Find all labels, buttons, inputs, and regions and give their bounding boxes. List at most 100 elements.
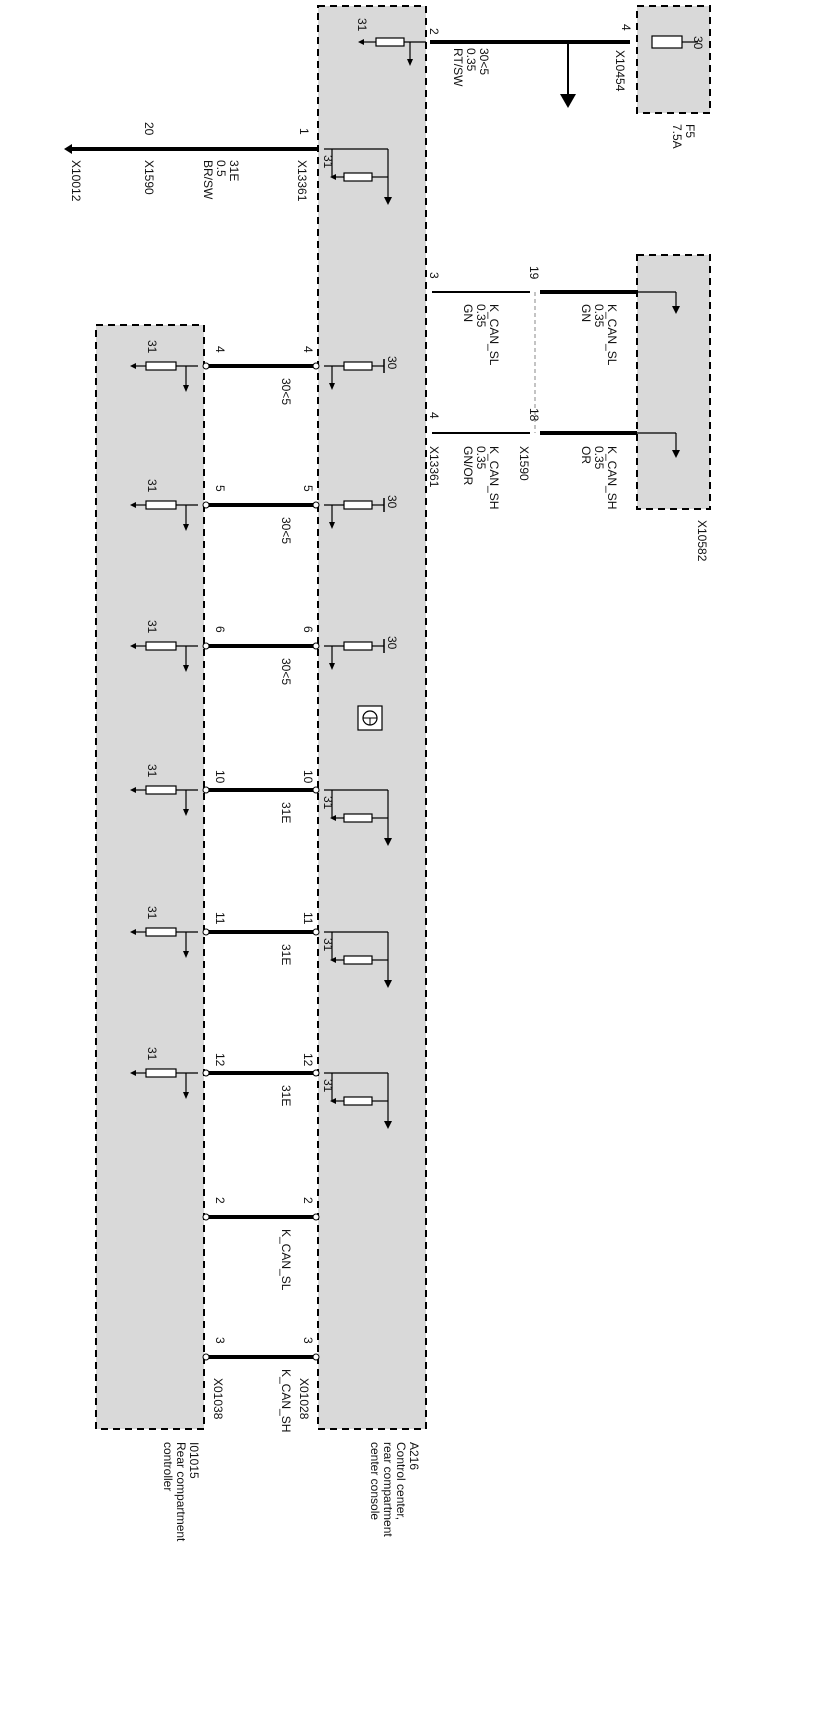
i01015-terminal-31: 31 [145, 479, 159, 493]
a216-terminal-31: 31 [321, 938, 335, 952]
a216-code: A216 [407, 1442, 421, 1470]
ground-color: BR/SW [201, 160, 215, 200]
i01015-terminal-31: 31 [145, 340, 159, 354]
component-x10582-code: X10582 [695, 520, 709, 562]
can-sl-x10582-signal: K_CAN_SL [605, 304, 619, 366]
component-x10582-box [636, 254, 711, 510]
connector-x01038: X01038 [211, 1378, 225, 1420]
a216-pin-number: 10 [301, 770, 315, 784]
a216-name-line2: rear compartment [381, 1442, 395, 1537]
a216-pin-number: 5 [301, 485, 315, 492]
branch-arrow-icon [560, 94, 576, 108]
a216-pin1-terminal: 31 [321, 155, 335, 169]
a216-name-line1: Control center, [394, 1442, 408, 1520]
ground-gauge: 0.5 [214, 160, 228, 177]
i01015-pin-number: 5 [213, 485, 227, 492]
i01015-name-line2: controller [161, 1442, 175, 1491]
fuse-f5 [651, 35, 698, 49]
a216-pin-number: 6 [301, 626, 315, 633]
fuse-rating: 7.5A [670, 124, 684, 149]
link-wire-label: 30<5 [279, 658, 293, 685]
link-wire-label: 30<5 [279, 517, 293, 544]
a216-pin-number: 2 [301, 1197, 315, 1204]
a216-terminal-30: 30 [385, 356, 399, 370]
i01015-terminal-31: 31 [145, 906, 159, 920]
a216-pin2-terminal: 31 [355, 18, 369, 32]
link-wire-pin-12: 31 31 12 12 31E [129, 1047, 393, 1130]
i01015-pin-number: 2 [213, 1197, 227, 1204]
link-wire-pin-2: 2 2K_CAN_SL [202, 1197, 320, 1291]
i01015-terminal-31: 31 [145, 620, 159, 634]
can-sh-a216-gauge: 0.35 [474, 446, 488, 470]
i01015-code: I01015 [187, 1442, 201, 1479]
fuse-terminal: 30 [691, 36, 705, 50]
connector-x13361-can: X13361 [427, 446, 441, 488]
link-wire-pin-11: 31 31 11 11 31E [129, 906, 393, 989]
a216-pin-number: 12 [301, 1053, 315, 1067]
link-wire-label: 31E [279, 944, 293, 965]
supply-pin: 2 [427, 28, 441, 35]
i01015-name-line1: Rear compartment [174, 1442, 188, 1542]
component-fuse-box [636, 5, 711, 114]
connector-x01028: X01028 [297, 1378, 311, 1420]
ground-pin-right: 1 [297, 128, 311, 135]
can-sl-a216-pin: 3 [427, 272, 441, 279]
can-sl-a216-color: GN [461, 304, 475, 322]
supply-color: RT/SW [451, 48, 465, 87]
fuse-pin: 4 [619, 24, 633, 31]
link-wire-label: K_CAN_SH [279, 1369, 293, 1432]
can-sl-x10582-gauge: 0.35 [592, 304, 606, 328]
a216-pin-number: 4 [301, 346, 315, 353]
a216-terminal-30: 30 [385, 636, 399, 650]
i01015-pin-number: 11 [213, 912, 227, 925]
a216-terminal-31: 31 [321, 1079, 335, 1093]
ground-wire [64, 144, 318, 154]
ground-signal: 31E [227, 160, 241, 181]
a216-pin-number: 11 [301, 912, 315, 925]
i01015-terminal-31: 31 [145, 764, 159, 778]
fuse-code: F5 [683, 124, 697, 138]
can-sh-a216-signal: K_CAN_SH [487, 446, 501, 509]
i01015-pin-number: 4 [213, 346, 227, 353]
can-sh-x10582-color: OR [579, 446, 593, 464]
connector-x1590-can: X1590 [517, 446, 531, 481]
link-wire-pin-10: 31 31 10 10 31E [129, 764, 393, 847]
can-sl-x10582-pin: 19 [527, 266, 541, 280]
link-wire-pin-3: 3 3K_CAN_SH [202, 1337, 320, 1432]
can-wires [432, 290, 680, 458]
link-wire-label: K_CAN_SL [279, 1229, 293, 1291]
link-wire-label: 31E [279, 1085, 293, 1106]
link-wire-pin-4: 31 30 4 4 30<5 [129, 340, 399, 405]
can-sh-a216-color: GN/OR [461, 446, 475, 486]
i01015-terminal-31: 31 [145, 1047, 159, 1061]
link-wire-label: 30<5 [279, 378, 293, 405]
can-sh-a216-pin: 4 [427, 412, 441, 419]
supply-wire [430, 40, 630, 108]
connector-x13361-ground: X13361 [295, 160, 309, 202]
module-symbol-icon [357, 705, 383, 731]
can-sh-x10582-gauge: 0.35 [592, 446, 606, 470]
can-sh-x10582-pin: 18 [527, 408, 541, 422]
connector-x10012: X10012 [69, 160, 83, 202]
a216-terminal-31: 31 [321, 796, 335, 810]
a216-terminal-30: 30 [385, 495, 399, 509]
a216-pin-number: 3 [301, 1337, 315, 1344]
ground-arrow-icon [64, 144, 72, 154]
link-wire-pin-6: 31 30 6 6 30<5 [129, 620, 399, 685]
ground-pin-left: 20 [142, 122, 156, 136]
i01015-pin-number: 6 [213, 626, 227, 633]
supply-signal: 30<5 [477, 48, 491, 75]
fuse-connector: X10454 [613, 50, 627, 92]
can-sl-a216-signal: K_CAN_SL [487, 304, 501, 366]
connector-x1590-ground: X1590 [142, 160, 156, 195]
i01015-pin-number: 10 [213, 770, 227, 784]
can-sl-a216-gauge: 0.35 [474, 304, 488, 328]
a216-pin2-internal [358, 37, 426, 66]
can-sh-x10582-signal: K_CAN_SH [605, 446, 619, 509]
link-wire-pin-5: 31 30 5 5 30<5 [129, 479, 399, 544]
can-sl-x10582-color: GN [579, 304, 593, 322]
link-wire-label: 31E [279, 802, 293, 823]
i01015-pin-number: 12 [213, 1053, 227, 1067]
i01015-pin-number: 3 [213, 1337, 227, 1344]
